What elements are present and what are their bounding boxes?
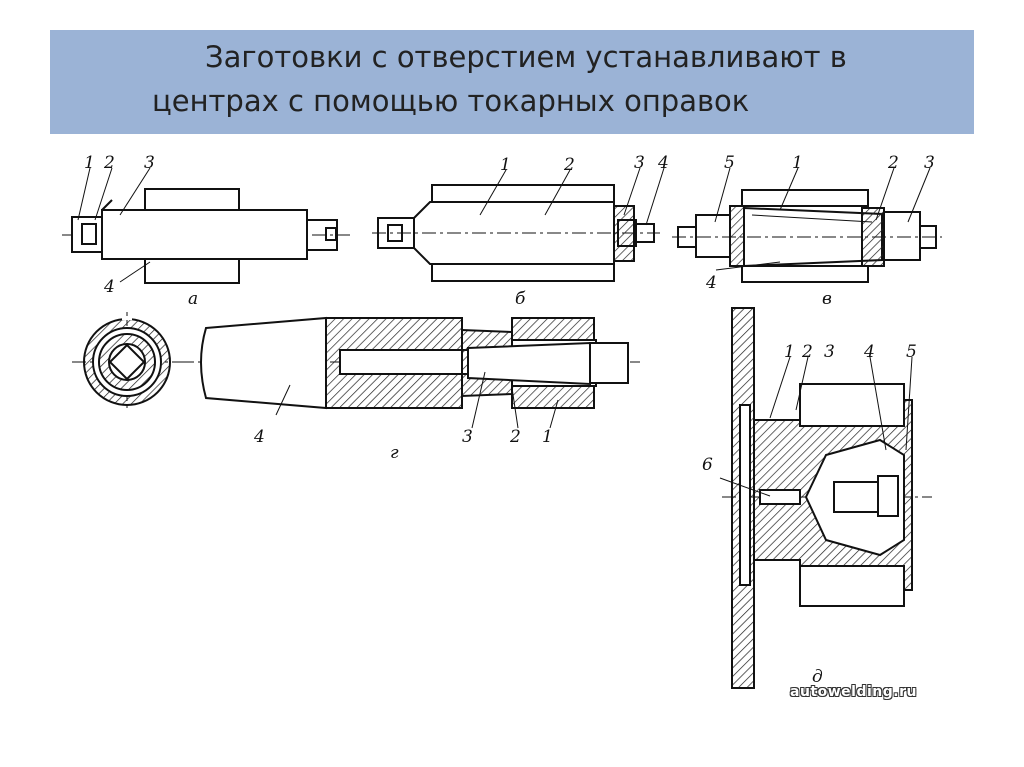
label-a-3: 3 [144,153,155,173]
label-b-4: 4 [657,153,669,173]
label-g-3: 3 [462,427,473,447]
label-b-2: 2 [563,155,575,175]
figure-b-mandrel [372,184,660,282]
label-v-2: 2 [887,153,899,173]
figure-g-collet-mandrel [72,312,640,412]
label-figure-v: в [822,289,832,309]
label-d-5: 5 [906,342,917,362]
label-a-2: 2 [103,153,115,173]
label-d-3: 3 [824,342,835,362]
label-v-1: 1 [792,153,803,173]
figure-d-faceplate-mandrel [722,307,932,689]
label-g-2: 2 [509,427,521,447]
label-g-4: 4 [253,427,265,447]
label-v-3: 3 [924,153,935,173]
title-banner [50,30,974,134]
label-a-1: 1 [84,153,95,173]
label-d-2: 2 [801,342,813,362]
label-d-4: 4 [863,342,875,362]
slide-title-line-1: Заготовки с отверстием устанавливают в [205,40,847,74]
label-b-3: 3 [634,153,645,173]
figure-a-mandrel [62,188,350,284]
label-figure-d: д [812,667,823,687]
label-g-1: 1 [542,427,553,447]
figure-v-mandrel [672,189,942,283]
label-v-4: 4 [705,273,717,293]
label-figure-b: б [515,289,526,309]
slide-title-line-2: центрах с помощью токарных оправок [152,84,750,118]
label-v-5: 5 [724,153,735,173]
label-a-4: 4 [103,277,115,297]
label-figure-g: г [390,443,399,463]
watermark: autowelding.ru [790,684,917,700]
label-figure-a: а [188,289,198,309]
label-d-1: 1 [784,342,795,362]
label-d-6: 6 [702,455,713,475]
label-b-1: 1 [500,155,511,175]
